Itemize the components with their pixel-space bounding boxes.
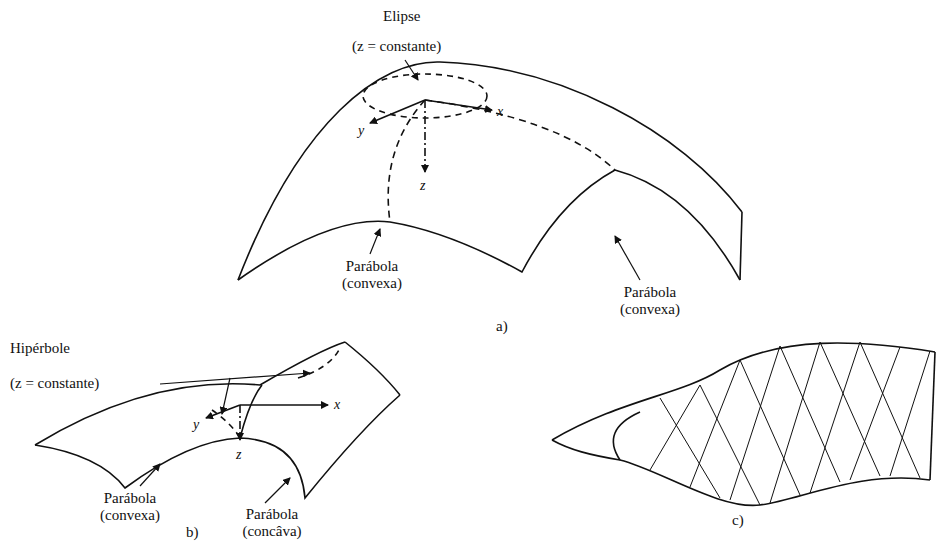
axis-label: x	[334, 396, 340, 413]
callout-label: Parábola (convexa)	[322, 258, 422, 292]
callout-label: Parábola (concâva)	[222, 506, 322, 540]
part-label: b)	[186, 524, 199, 541]
figure-label: (z = constante)	[352, 38, 441, 55]
axis-label: y	[193, 416, 199, 433]
axis-label: z	[236, 446, 241, 463]
part-label: a)	[496, 318, 508, 335]
axis-label: x	[497, 103, 503, 120]
figure-label: Elipse	[383, 8, 421, 25]
callout-label: Parábola (convexa)	[80, 490, 180, 524]
figure-label: Hipérbole	[10, 340, 70, 357]
part-label: c)	[732, 512, 744, 529]
figure-label: (z = constante)	[10, 375, 99, 392]
axis-label: z	[420, 177, 425, 194]
axis-label: y	[358, 122, 364, 139]
callout-label: Parábola (convexa)	[600, 284, 700, 318]
